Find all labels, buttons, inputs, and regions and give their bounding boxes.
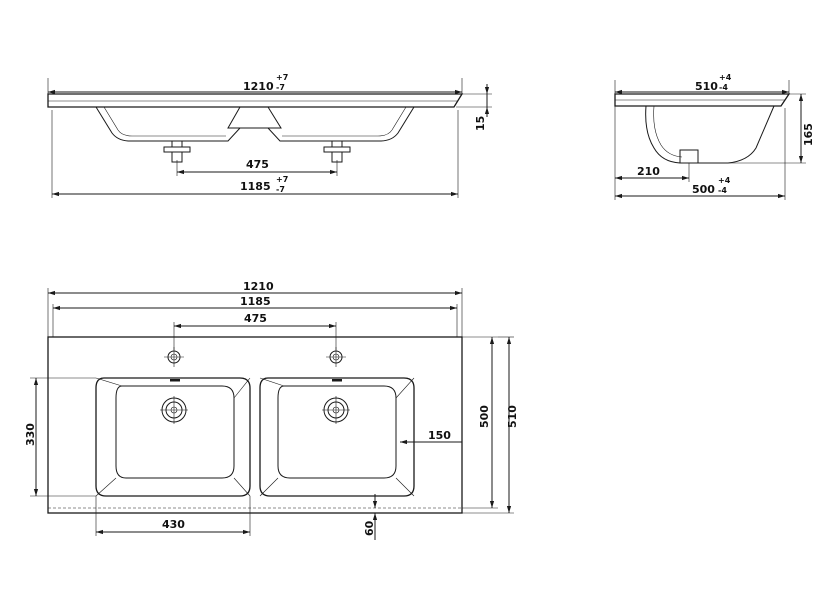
side-basin-profile bbox=[645, 105, 775, 164]
front-elevation: 1210 +7 -7 15 475 1185 +7 -7 bbox=[47, 73, 492, 198]
plan-dim-1210: 1210 bbox=[243, 280, 274, 293]
tap-hole-right bbox=[326, 347, 346, 367]
plan-bowl-right bbox=[259, 377, 415, 497]
plan-dim-475: 475 bbox=[244, 312, 267, 325]
plan-dim-60: 60 bbox=[363, 520, 376, 536]
front-center-recess bbox=[227, 106, 282, 129]
plan-dim-330: 330 bbox=[24, 423, 37, 446]
front-basin-right bbox=[267, 106, 415, 142]
front-dim-1185-tol-minus: -7 bbox=[276, 185, 285, 194]
drain-hole-right bbox=[322, 396, 350, 424]
side-dim-210: 210 bbox=[637, 165, 660, 178]
side-dim-500-tol-minus: -4 bbox=[718, 186, 727, 195]
front-dim-1210-tol-plus: +7 bbox=[276, 73, 288, 82]
overflow-slot-left bbox=[170, 379, 180, 382]
plan-bowl-left bbox=[95, 377, 251, 497]
side-dim-510-tol-minus: -4 bbox=[719, 83, 728, 92]
side-drain bbox=[679, 149, 699, 164]
side-elevation: 510 +4 -4 165 210 500 +4 -4 bbox=[614, 73, 815, 200]
front-dim-1210: 1210 bbox=[243, 80, 274, 93]
side-dim-500-tol-plus: +4 bbox=[718, 176, 731, 185]
side-dim-500: 500 bbox=[692, 183, 715, 196]
front-dim-475: 475 bbox=[246, 158, 269, 171]
front-dim-15: 15 bbox=[474, 116, 487, 131]
front-drain-right bbox=[323, 140, 351, 163]
plan-dim-150: 150 bbox=[428, 429, 451, 442]
front-dim-1210-tol-minus: -7 bbox=[276, 83, 285, 92]
side-dim-510-tol-plus: +4 bbox=[719, 73, 732, 82]
front-drain-left bbox=[163, 140, 191, 163]
tap-hole-left bbox=[164, 347, 184, 367]
front-dim-1185-tol-plus: +7 bbox=[276, 175, 288, 184]
front-countertop bbox=[47, 93, 464, 108]
plan-countertop bbox=[47, 336, 463, 514]
plan-dim-430: 430 bbox=[162, 518, 185, 531]
front-basin-left bbox=[95, 106, 241, 142]
side-dim-165: 165 bbox=[802, 123, 815, 146]
plan-dim-510: 510 bbox=[506, 405, 519, 428]
plan-dim-1185: 1185 bbox=[240, 295, 271, 308]
plan-dim-500: 500 bbox=[478, 405, 491, 428]
front-dim-1185: 1185 bbox=[240, 180, 271, 193]
side-dim-510: 510 bbox=[695, 80, 718, 93]
overflow-slot-right bbox=[332, 379, 342, 382]
plan-view: 1210 1185 475 330 430 150 60 500 bbox=[24, 280, 519, 540]
drain-hole-left bbox=[160, 396, 188, 424]
